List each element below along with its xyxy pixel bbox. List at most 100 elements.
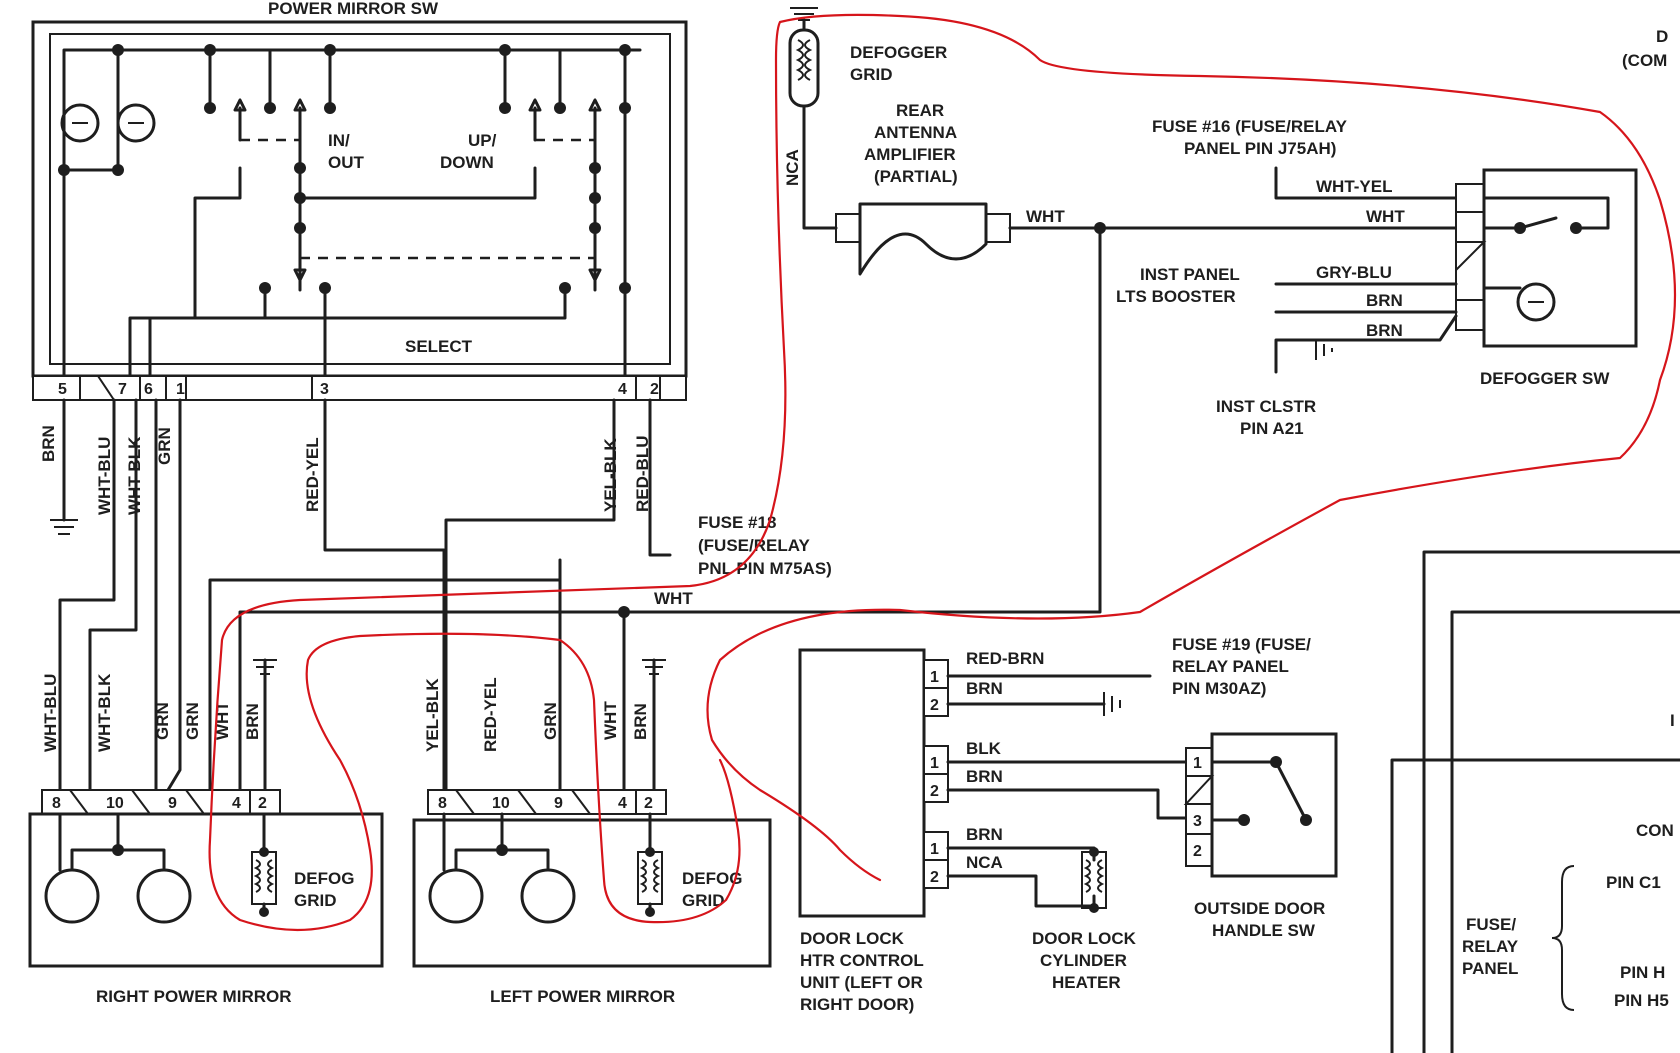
- wire-label: GRN: [155, 427, 174, 465]
- pin-label: 4: [232, 795, 241, 812]
- wire-label: WHT: [654, 589, 693, 608]
- door-lock-htr-label: DOOR LOCK: [800, 929, 905, 948]
- wire-label: WHT-YEL: [1316, 177, 1393, 196]
- pin-label: 7: [118, 381, 127, 398]
- wire-label: RED-YEL: [481, 677, 500, 752]
- wire-label: RED-BRN: [966, 649, 1044, 668]
- door-lock-cyl-label: CYLINDER: [1040, 951, 1127, 970]
- wire-label: WHT: [1026, 207, 1065, 226]
- fuse18-label: (FUSE/RELAY: [698, 536, 810, 555]
- fuse-relay-panel-label: RELAY: [1462, 937, 1519, 956]
- defog-grid-label: DEFOG: [682, 869, 742, 888]
- mirror-motor-icon: [520, 868, 576, 924]
- pin-label: 2: [1193, 843, 1202, 860]
- pin-label: 2: [930, 697, 939, 714]
- cropped-label: (COM: [1622, 51, 1667, 70]
- power-mirror-switch: POWER MIRROR SW IN/ OUT UP/ DOWN: [31, 0, 688, 401]
- door-lock-cyl-label: DOOR LOCK: [1032, 929, 1137, 948]
- fuse19-label: FUSE #19 (FUSE/: [1172, 635, 1311, 654]
- fuse-relay-panel-label: PANEL: [1462, 959, 1518, 978]
- defogger-grid-label: GRID: [850, 65, 893, 84]
- antenna-amplifier-icon: [858, 202, 988, 276]
- antenna-label: AMPLIFIER: [864, 145, 956, 164]
- lamp-icon: [1516, 282, 1556, 322]
- pin-label: 1: [930, 755, 939, 772]
- defog-grid-label: GRID: [682, 891, 725, 910]
- fuse-relay-panel-label: FUSE/: [1466, 915, 1516, 934]
- right-power-mirror: 8 10 9 4 2 DEFOG GRID RIGHT POWER MIRROR: [28, 789, 384, 1006]
- defogger-grid-label: DEFOGGER: [850, 43, 947, 62]
- pin-label: 2: [258, 795, 267, 812]
- defog-grid-icon: [251, 851, 277, 905]
- in-out-label: IN/: [328, 131, 350, 150]
- antenna-label: REAR: [896, 101, 944, 120]
- inst-panel-label: LTS BOOSTER: [1116, 287, 1236, 306]
- inst-clstr-label: INST CLSTR: [1216, 397, 1316, 416]
- defog-grid-label: GRID: [294, 891, 337, 910]
- fuse16-label: PANEL PIN J75AH): [1184, 139, 1336, 158]
- up-down-label: UP/: [468, 131, 497, 150]
- right-power-mirror-label: RIGHT POWER MIRROR: [96, 987, 292, 1006]
- cropped-label: PIN H5: [1614, 991, 1669, 1010]
- fuse19-label: RELAY PANEL: [1172, 657, 1289, 676]
- switch-harness: BRN WHT-BLU WHT-BLK GRN RED-YEL YEL-BLK …: [39, 226, 1102, 792]
- pin-label: 8: [52, 795, 61, 812]
- ground-icon: [50, 519, 78, 535]
- ground-icon: [1315, 340, 1333, 360]
- ground-icon: [253, 659, 277, 675]
- antenna-label: ANTENNA: [874, 123, 957, 142]
- wire-label: WHT-BLU: [41, 674, 60, 752]
- defogger-grid-section: DEFOGGER GRID NCA REAR ANTENNA AMPLIFIER…: [783, 7, 1472, 276]
- fuse18-label: PNL PIN M75AS): [698, 559, 832, 578]
- pin-label: 2: [930, 869, 939, 886]
- left-power-mirror: 8 10 9 4 2 DEFOG GRID LEFT POWER MIRROR: [412, 789, 772, 1006]
- pin-label: 8: [438, 795, 447, 812]
- defogger-grid-icon: [788, 28, 820, 108]
- inst-panel-label: INST PANEL: [1140, 265, 1240, 284]
- inst-clstr-label: PIN A21: [1240, 419, 1304, 438]
- cropped-label: CON: [1636, 821, 1674, 840]
- wire-label: BLK: [966, 739, 1002, 758]
- wire-label: BRN: [1366, 321, 1403, 340]
- wire-label: BRN: [1366, 291, 1403, 310]
- cropped-label: I: [1670, 711, 1675, 730]
- wire-label: BRN: [966, 767, 1003, 786]
- cropped-label: D: [1656, 27, 1668, 46]
- pin-label: 2: [930, 783, 939, 800]
- pin-label: 10: [492, 795, 510, 812]
- red-annotations: [208, 13, 1677, 932]
- cropped-label: PIN C1: [1606, 873, 1661, 892]
- pin-label: 4: [618, 795, 627, 812]
- pin-label: 2: [650, 381, 659, 398]
- in-out-label: OUT: [328, 153, 365, 172]
- up-down-label: DOWN: [440, 153, 494, 172]
- pin-label: 1: [930, 669, 939, 686]
- wire-label: GRN: [541, 702, 560, 740]
- ground-icon: [1103, 692, 1121, 716]
- wire-label: BRN: [966, 679, 1003, 698]
- wire-label: BRN: [966, 825, 1003, 844]
- wire-label: WHT-BLK: [95, 673, 114, 752]
- wire-label: NCA: [966, 853, 1003, 872]
- wire-label: WHT: [601, 701, 620, 740]
- fuse16-label: FUSE #16 (FUSE/RELAY: [1152, 117, 1348, 136]
- pin-label: 3: [320, 381, 329, 398]
- wire-label: GRN: [183, 702, 202, 740]
- pin-label: 3: [1193, 813, 1202, 830]
- pin-label: 4: [618, 381, 627, 398]
- cropped-label: PIN H: [1620, 963, 1665, 982]
- pin-label: 1: [176, 381, 185, 398]
- wire-label: WHT-BLK: [125, 436, 144, 515]
- wire-label: YEL-BLK: [423, 678, 442, 752]
- ground-icon: [642, 659, 666, 675]
- mirror-motor-icon: [428, 868, 484, 924]
- pin-label: 9: [554, 795, 563, 812]
- antenna-label: (PARTIAL): [874, 167, 958, 186]
- wire-label: RED-BLU: [633, 436, 652, 513]
- defogger-sw-label: DEFOGGER SW: [1480, 369, 1610, 388]
- outside-door-label: OUTSIDE DOOR: [1194, 899, 1325, 918]
- red-outline-defogger: [208, 13, 1677, 932]
- pin-label: 1: [1193, 755, 1202, 772]
- defog-grid-label: DEFOG: [294, 869, 354, 888]
